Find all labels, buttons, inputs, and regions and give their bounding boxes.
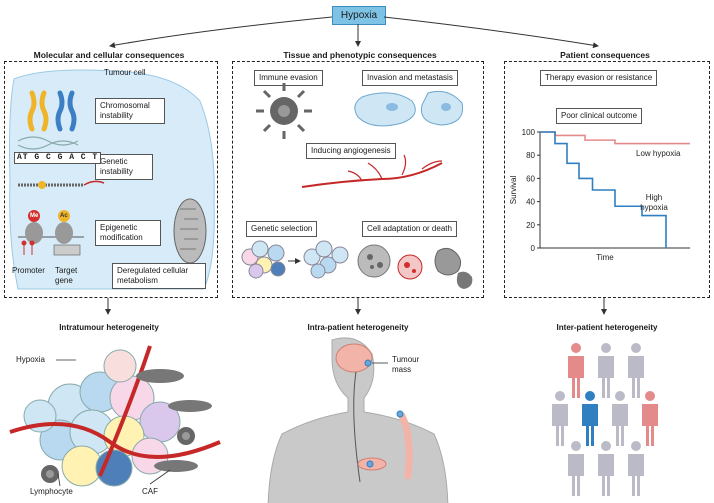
genetic-instability-label: Genetic instability <box>95 154 153 180</box>
immune-evasion-label: Immune evasion <box>254 70 323 86</box>
therapy-evasion-label: Therapy evasion or resistance <box>540 70 658 86</box>
molecular-section-title: Molecular and cellular consequences <box>33 50 185 60</box>
migrating-cell-icon <box>354 90 464 127</box>
y-tick-label: 0 <box>531 244 536 253</box>
patient-panel <box>504 61 710 298</box>
dna-strand-icon <box>18 180 105 189</box>
nucleosome-icon <box>18 210 84 256</box>
dna-sequence-text: AT G C G A C T <box>14 152 102 164</box>
tumour-vessels <box>9 345 221 477</box>
person-icon <box>628 441 644 496</box>
interpatient-heterogeneity-heading: Inter-patient heterogeneity <box>556 323 658 332</box>
tumour-mass-illustration <box>9 345 221 487</box>
person-icon-red <box>568 343 584 398</box>
y-tick-label: 20 <box>526 221 535 230</box>
low-hypoxia-label: Low hypoxia <box>636 149 681 158</box>
cell-cluster-icon <box>241 240 349 279</box>
caf-callout: CAF <box>142 487 158 496</box>
y-tick-label: 40 <box>526 198 535 207</box>
tissue-panel <box>232 61 484 298</box>
y-axis-label: Survival <box>509 176 518 205</box>
molecular-panel <box>4 61 218 298</box>
high-hypoxia-label: High <box>646 193 662 202</box>
invasion-metastasis-label: Invasion and metastasis <box>362 70 458 86</box>
chromosome-icon <box>27 90 77 132</box>
patient-section-title: Patient consequences <box>560 50 650 60</box>
deregulated-metabolism-label: Deregulated cellular metabolism <box>112 263 206 289</box>
poor-outcome-label: Poor clinical outcome <box>556 108 643 124</box>
acetyl-badge: Ac <box>60 213 68 219</box>
dna-helix-icon <box>17 136 79 150</box>
blood-vessel-icon <box>301 154 443 188</box>
cell-death-icon <box>357 244 473 289</box>
y-tick-label: 80 <box>526 151 535 160</box>
person-icon-red <box>642 391 658 446</box>
x-axis-label: Time <box>596 253 614 262</box>
promoter-label: Promoter <box>12 266 45 275</box>
person-icon <box>628 343 644 398</box>
angiogenesis-label: Inducing angiogenesis <box>306 143 396 159</box>
lymphocyte-callout: Lymphocyte <box>30 487 73 496</box>
patient-population-icons <box>552 343 658 496</box>
series-line-high <box>540 131 667 248</box>
person-icon <box>598 441 614 496</box>
lymphocyte-cells <box>41 427 195 483</box>
intratumour-heterogeneity-heading: Intratumour heterogeneity <box>59 323 159 332</box>
epigenetic-modification-label: Epigenetic modification <box>95 220 161 246</box>
person-icon <box>568 441 584 496</box>
y-tick-label: 100 <box>522 128 536 137</box>
immune-cell-icon <box>256 83 312 139</box>
hypoxia-root-box: Hypoxia <box>332 6 386 25</box>
mitochondrion-icon <box>173 198 207 264</box>
genetic-selection-label: Genetic selection <box>246 221 318 237</box>
human-body-illustration <box>267 337 449 503</box>
y-tick-label: 60 <box>526 174 535 183</box>
person-icon <box>552 391 568 446</box>
target-gene-label: Target gene <box>55 266 78 285</box>
chromosomal-instability-label: Chromosomal instability <box>95 98 165 124</box>
tumour-cell-label: Tumour cell <box>104 68 146 77</box>
methyl-badge: Me <box>30 213 39 219</box>
high-hypoxia-label-2: hypoxia <box>640 203 668 212</box>
tissue-section-title: Tissue and phenotypic consequences <box>283 50 437 60</box>
cell-adaptation-label: Cell adaptation or death <box>362 221 457 237</box>
person-icon <box>598 343 614 398</box>
tumour-mass-callout: Tumour mass <box>392 355 420 374</box>
intrapatient-heterogeneity-heading: Intra-patient heterogeneity <box>307 323 409 332</box>
tissue-illustrations <box>241 83 473 289</box>
person-icon <box>612 391 628 446</box>
series-line-low <box>540 131 690 145</box>
hypoxia-callout: Hypoxia <box>16 355 45 364</box>
person-icon-blue <box>582 391 598 446</box>
caf-cells <box>136 369 212 472</box>
